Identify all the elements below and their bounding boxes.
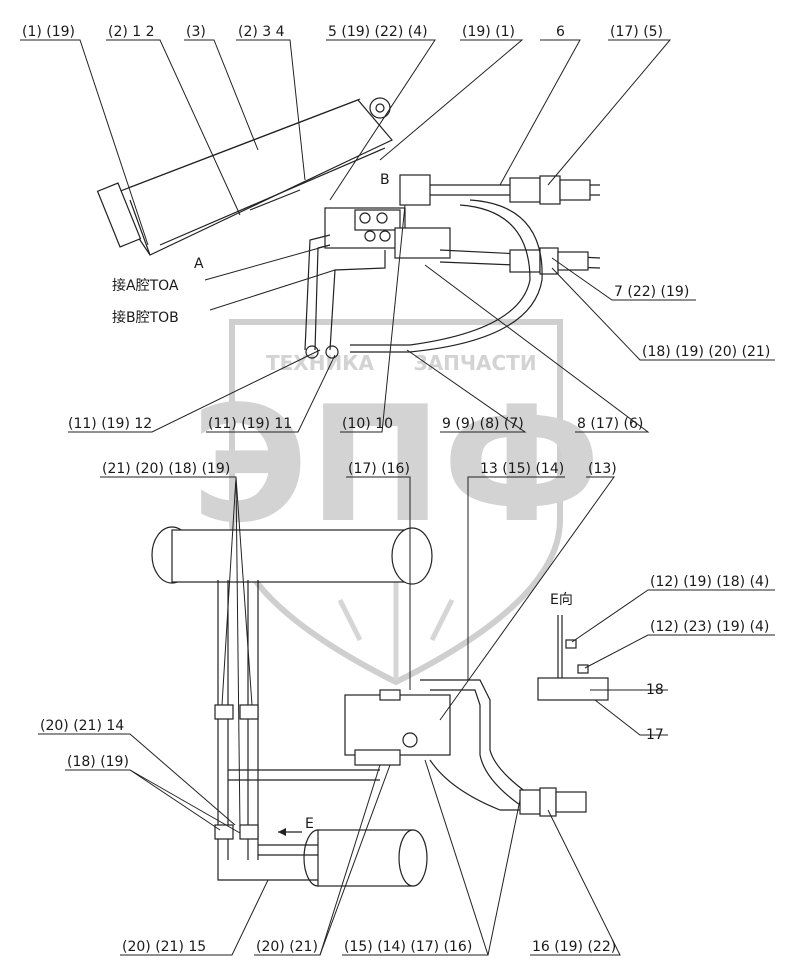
label-mid-11a: (11) (19) 12 bbox=[68, 416, 152, 432]
label-e-view: E向 bbox=[550, 592, 573, 608]
label-bottom-16: 16 (19) (22) bbox=[532, 939, 616, 955]
label-port-a: A bbox=[194, 256, 204, 272]
watermark-right-text: ЗАПЧАСТИ bbox=[413, 351, 536, 375]
label-right-7: 7 (22) (19) bbox=[614, 284, 689, 300]
label-e-17: 17 bbox=[646, 727, 664, 743]
leader-lines bbox=[20, 39, 775, 956]
watermark-big-text: ЭПФ bbox=[191, 371, 601, 558]
label-top-7: 6 bbox=[556, 24, 565, 40]
label-center-17: (17) (16) bbox=[348, 461, 410, 477]
label-center-13b: (13) bbox=[588, 461, 617, 477]
label-port-b: B bbox=[380, 172, 390, 188]
hose-lower bbox=[420, 679, 587, 817]
label-mid-9: 9 (9) (8) (7) bbox=[442, 416, 524, 432]
label-top-4: (2) 3 4 bbox=[238, 24, 285, 40]
label-top-8: (17) (5) bbox=[610, 24, 663, 40]
label-left-18: (18) (19) bbox=[67, 754, 129, 770]
label-e-18: 18 bbox=[646, 682, 664, 698]
label-bottom-20a: (20) (21) 15 bbox=[122, 939, 206, 955]
hydraulic-cylinder-upper bbox=[96, 97, 393, 256]
label-connect-a: 接A腔TOA bbox=[112, 277, 179, 294]
label-top-5: 5 (19) (22) (4) bbox=[328, 24, 428, 40]
label-left-20: (20) (21) 14 bbox=[40, 718, 124, 734]
watermark-left-text: ТЕХНИКА bbox=[266, 351, 375, 375]
label-e-12b: (12) (23) (19) (4) bbox=[650, 619, 769, 635]
e-view-detail bbox=[537, 615, 609, 701]
arrow-e bbox=[278, 828, 302, 836]
label-right-18: (18) (19) (20) (21) bbox=[642, 344, 770, 360]
label-mid-10: (10) 10 bbox=[342, 416, 393, 432]
label-arrow-e: E bbox=[305, 816, 314, 832]
label-connect-b: 接B腔TOB bbox=[112, 309, 179, 326]
label-mid-11b: (11) (19) 11 bbox=[208, 416, 292, 432]
hose-upper bbox=[304, 175, 601, 359]
pipes-vertical bbox=[214, 580, 380, 860]
label-lower-21: (21) (20) (18) (19) bbox=[102, 461, 230, 477]
valve-block-upper bbox=[324, 174, 451, 259]
labels: (1) (19) (2) 1 2 (3) (2) 3 4 5 (19) (22)… bbox=[22, 24, 770, 955]
watermark: ЭПФ ТЕХНИКА ЗАПЧАСТИ bbox=[191, 319, 601, 686]
valve-block-lower bbox=[344, 689, 451, 766]
label-top-3: (3) bbox=[186, 24, 206, 40]
label-center-13: 13 (15) (14) bbox=[480, 461, 564, 477]
label-top-1: (1) (19) bbox=[22, 24, 75, 40]
label-top-6: (19) (1) bbox=[462, 24, 515, 40]
label-mid-8: 8 (17) (6) bbox=[577, 416, 643, 432]
tank-lower bbox=[217, 829, 428, 887]
label-bottom-15: (15) (14) (17) (16) bbox=[344, 939, 472, 955]
label-bottom-20b: (20) (21) bbox=[256, 939, 318, 955]
label-top-2: (2) 1 2 bbox=[108, 24, 155, 40]
label-e-12a: (12) (19) (18) (4) bbox=[650, 574, 769, 590]
tank-upper-lower bbox=[151, 526, 433, 585]
